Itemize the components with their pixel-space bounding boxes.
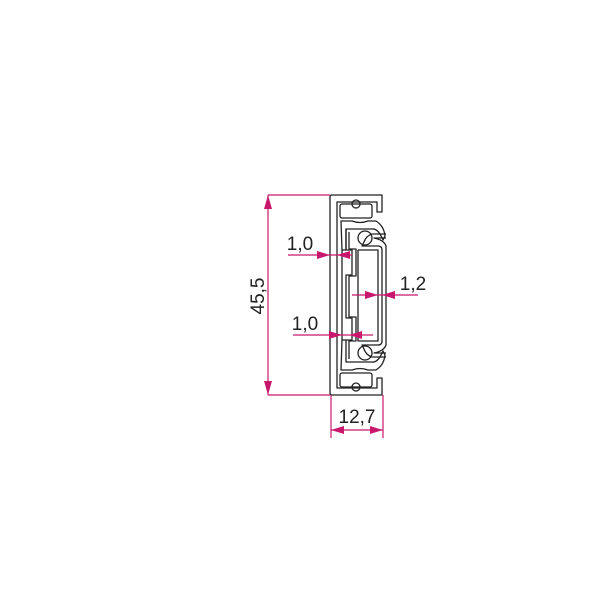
dimension-thickness-upper: 1,0	[287, 234, 352, 259]
arrow-right-icon	[370, 426, 383, 434]
thickness-lower-label: 1,0	[292, 314, 318, 335]
width-label: 12,7	[339, 407, 376, 428]
arrow-right-icon	[365, 291, 378, 299]
thickness-upper-label: 1,0	[287, 234, 313, 255]
dimension-thickness-inner: 1,2	[352, 274, 426, 299]
arrow-left-icon	[382, 291, 395, 299]
arrow-left-icon	[349, 331, 362, 339]
profile-outline	[329, 194, 387, 396]
arrow-up-icon	[264, 195, 272, 209]
dimension-height: 45,5	[248, 194, 330, 396]
arrow-left-icon	[331, 426, 344, 434]
height-label: 45,5	[248, 278, 269, 315]
arrow-right-icon	[329, 331, 342, 339]
arrow-left-icon	[337, 251, 350, 259]
dimension-thickness-lower: 1,0	[292, 314, 373, 339]
thickness-inner-label: 1,2	[400, 274, 426, 295]
arrow-down-icon	[264, 381, 272, 395]
dimension-width: 12,7	[330, 395, 384, 438]
arrow-right-icon	[317, 251, 330, 259]
